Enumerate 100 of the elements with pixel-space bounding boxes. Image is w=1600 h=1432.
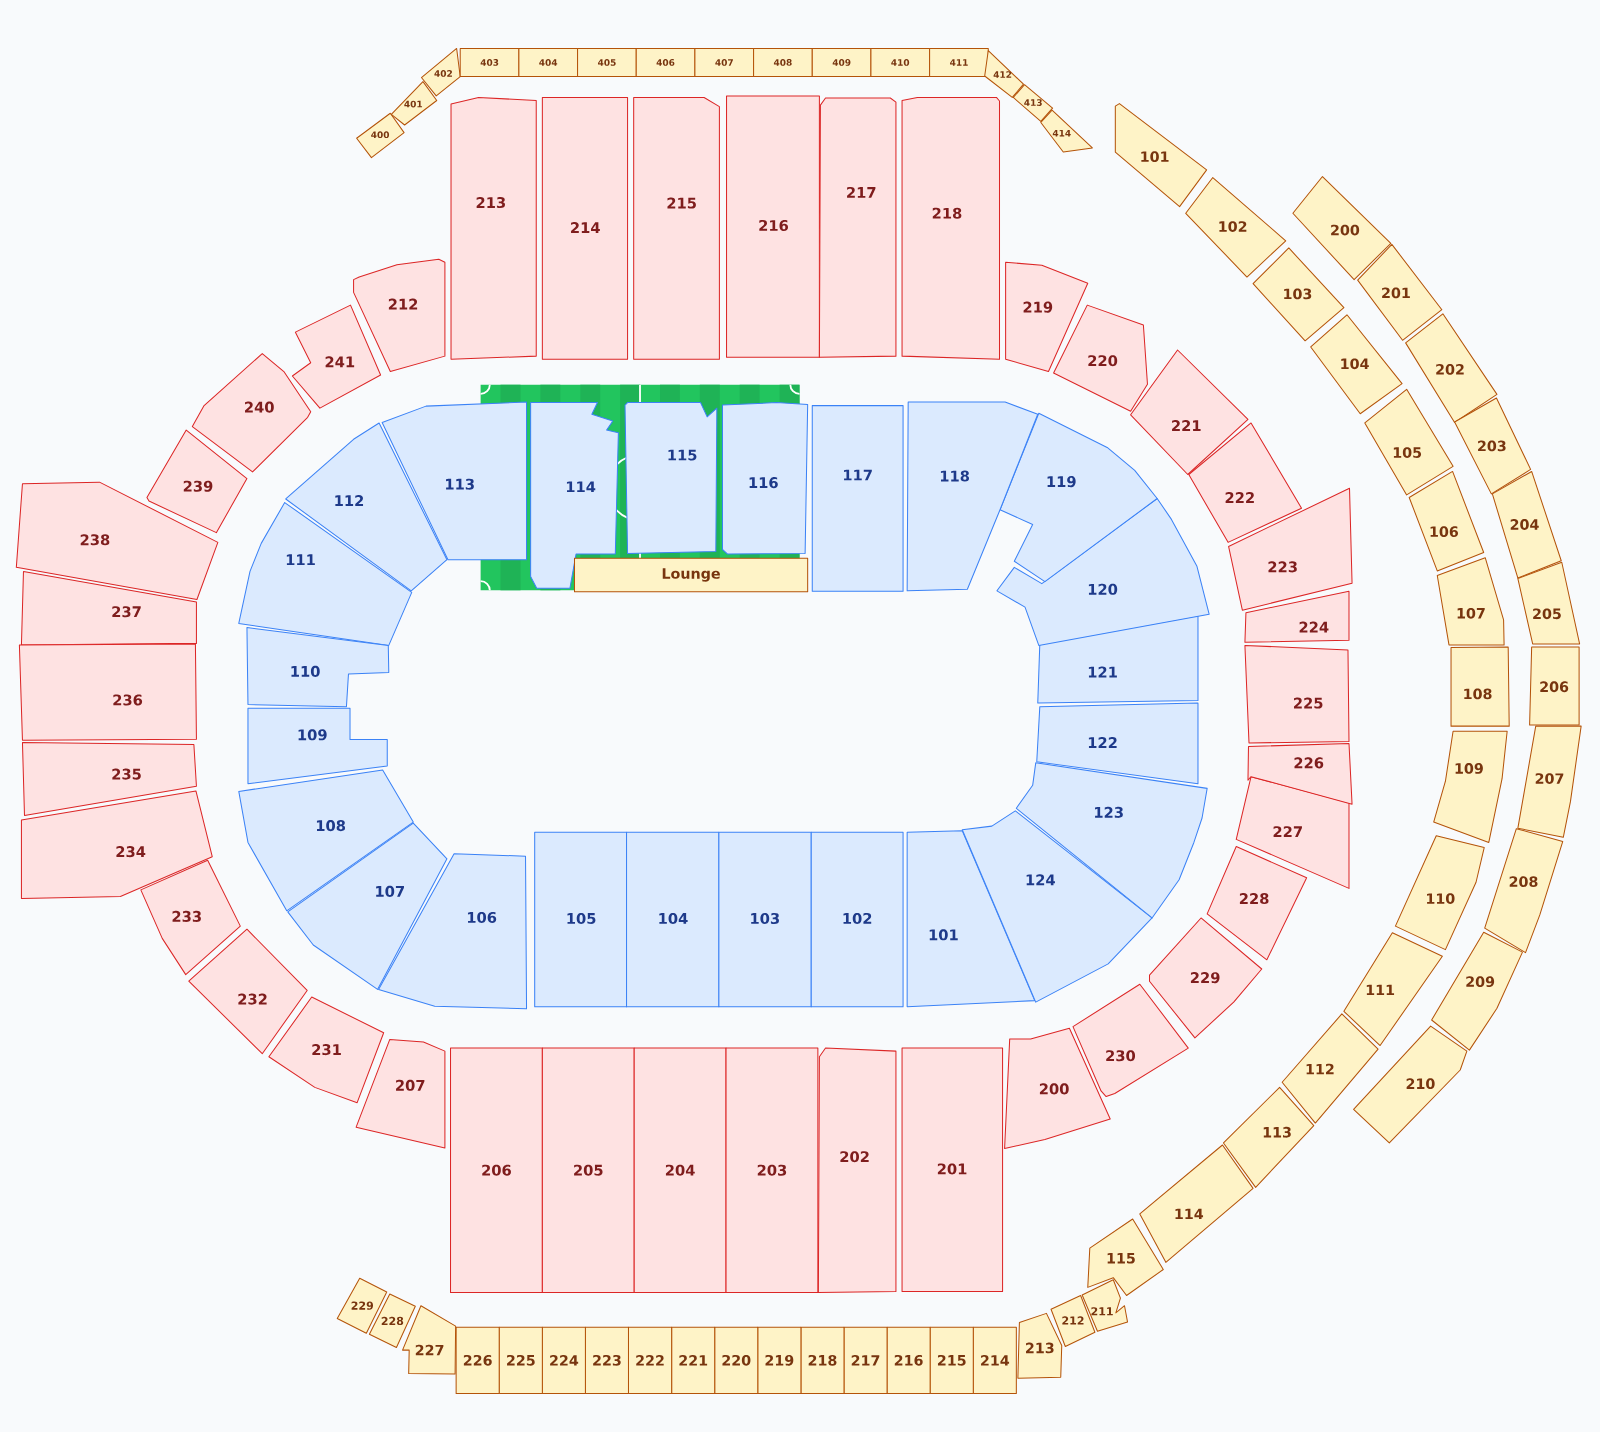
seating-section: 239 [146,429,248,534]
seating-section: 237 [20,570,197,646]
seating-section: 229 [1149,917,1263,1039]
seating-section: 213 [1017,1312,1063,1379]
seating-section: 216 [886,1326,931,1394]
seating-section: 205 [541,1047,635,1293]
seating-section: 214 [972,1326,1017,1394]
seating-section: 115 [1087,1218,1164,1297]
seating-section: 217 [843,1326,888,1394]
seating-section: 104 [626,831,720,1008]
seating-section: 405 [577,48,637,78]
seating-section: 226 [455,1326,500,1394]
seating-section: 121 [1037,615,1199,704]
seating-section: 105 [1364,388,1454,496]
seating-section: 109 [1433,730,1508,843]
seating-section: 214 [541,96,629,360]
seating-section: 414 [1040,109,1093,153]
seating-section: 224 [1244,590,1350,643]
seating-section: 225 [498,1326,543,1394]
seating-section: 203 [725,1047,819,1293]
seating-section: 410 [870,48,931,78]
seating-section: 222 [627,1326,673,1394]
seating-section: 403 [459,48,520,78]
seating-section: 213 [450,96,537,360]
seating-section: 412 [984,50,1024,98]
seating-section: 226 [1247,743,1353,805]
seating-section: 202 [1405,313,1498,423]
seating-section: 112 [1281,1013,1379,1124]
seating-section: 218 [800,1326,845,1394]
seating-section: 223 [584,1326,629,1394]
seating-section: 409 [811,48,872,78]
seating-section: 217 [818,97,897,358]
seating-section: 407 [694,48,755,78]
seating-section: 228 [1206,846,1308,961]
seating-section: 110 [1394,835,1485,951]
seating-section: 227 [1235,776,1350,889]
seating-section: 201 [1357,243,1443,341]
seating-section: 118 [906,401,1039,592]
seating-section: 106 [1408,470,1485,572]
seating-section: 108 [1450,646,1510,727]
seating-section: 201 [901,1047,1004,1292]
seating-section: 203 [1454,397,1532,495]
seating-section: 207 [1517,725,1582,838]
seating-section: 400 [356,112,405,159]
seating-section: 122 [1036,702,1199,785]
seating-section: 227 [402,1305,457,1375]
seating-section: 236 [18,643,197,741]
seating-section: 206 [450,1047,543,1293]
seating-section: 241 [291,304,382,409]
seating-section: 204 [1491,470,1562,579]
seating-section: 240 [191,353,312,473]
seating-section: 234 [20,790,213,900]
seating-section: 413 [1012,84,1054,122]
seating-section: 111 [1343,932,1443,1047]
seating-section: 219 [757,1326,802,1394]
seating-section: 215 [929,1326,974,1394]
seating-section: 220 [714,1326,759,1394]
seating-section: 113 [1223,1086,1315,1188]
seating-section: 209 [1431,931,1523,1051]
seating-section: 402 [420,48,461,97]
seating-section: 102 [810,831,904,1008]
seating-section: 218 [901,96,1000,360]
seating-section: 105 [534,831,628,1008]
seating-section: 408 [753,48,813,78]
seating-section: 119 [999,412,1158,583]
seating-section: 102 [1185,177,1287,278]
seating-section: 406 [635,48,696,78]
seating-section: 205 [1517,561,1581,645]
seating-section: 235 [21,742,197,816]
seating-section: 230 [1072,983,1189,1098]
seating-section: 215 [633,96,720,360]
seating-section: 404 [518,48,579,78]
seating-section: 114 [1139,1144,1254,1263]
seating-section: 221 [1130,349,1249,476]
seating-section: 220 [1053,304,1148,412]
seating-section: 232 [188,928,308,1055]
seating-section: 212 [353,258,446,372]
seating-section: 208 [1484,828,1564,954]
seating-section: 104 [1310,314,1403,415]
seating-section: 200 [1292,176,1392,281]
seating-section: 109 [247,707,388,785]
seating-section: 231 [268,996,385,1104]
seating-section: 224 [541,1326,586,1394]
seating-section: 225 [1244,644,1350,744]
seating-section: 117 [811,405,904,592]
seating-section: 233 [140,859,241,976]
seating-section: 110 [246,627,390,708]
seating-section: 101 [1114,103,1208,208]
seating-section: 411 [929,48,989,78]
seating-section: 210 [1353,1025,1468,1144]
seating-section: 206 [1529,646,1580,726]
seating-section: 221 [671,1326,716,1394]
seating-section: 103 [718,831,812,1008]
seating-section: 401 [390,81,438,126]
seating-section: 207 [355,1038,446,1149]
seating-section: 202 [817,1047,897,1293]
seating-section: 103 [1252,247,1345,342]
seating-section: 204 [633,1047,727,1293]
seating-section: 216 [726,95,820,358]
seating-section: 107 [1436,557,1505,646]
